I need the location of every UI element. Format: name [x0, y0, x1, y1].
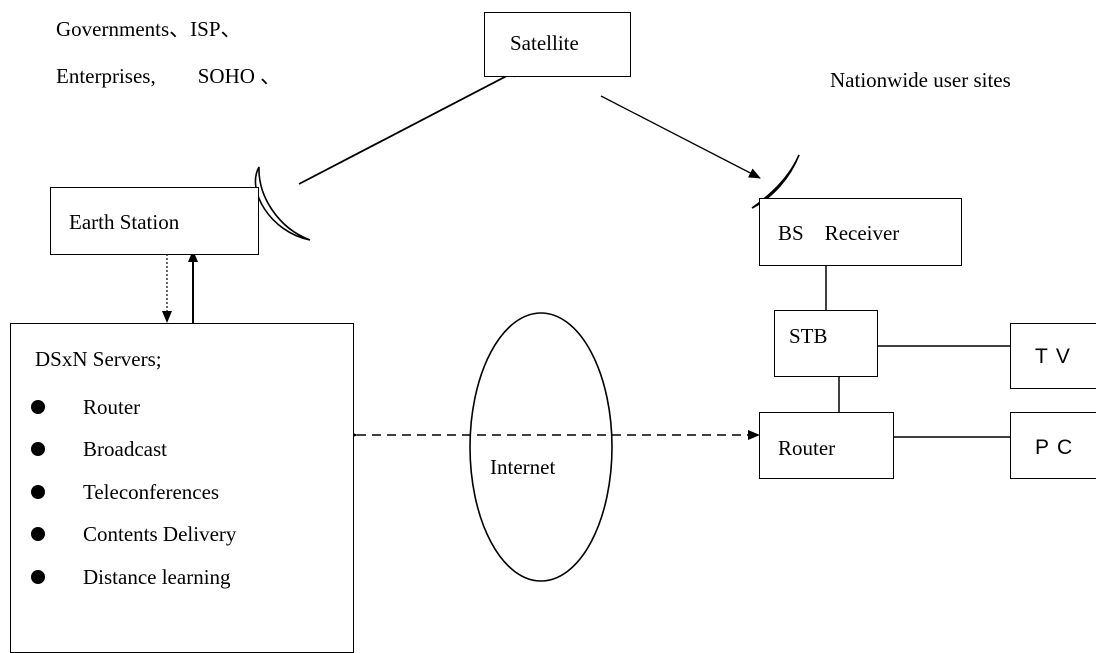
bullet-icon	[31, 442, 45, 456]
satellite-box: Satellite	[484, 12, 631, 77]
earth-station-box: Earth Station	[50, 187, 259, 255]
uplink-arrow	[298, 67, 523, 185]
earth-station-label: Earth Station	[69, 210, 180, 234]
dsxn-servers-box: DSxN Servers; Router Broadcast Teleconfe…	[10, 323, 354, 653]
sources-line1: Governments、ISP、	[56, 17, 242, 41]
internet-label: Internet	[490, 455, 556, 479]
bullet-icon	[31, 527, 45, 541]
tv-box: TV	[1010, 323, 1096, 389]
bullet-icon	[31, 400, 45, 414]
router-box: Router	[759, 412, 894, 479]
sources-line2: Enterprises, SOHO 、	[56, 64, 282, 88]
internet-cloud	[469, 312, 613, 582]
downlink-arrow	[600, 95, 761, 179]
pc-label: PC	[1035, 436, 1081, 459]
tv-label: TV	[1035, 345, 1078, 368]
bullet-icon	[31, 570, 45, 584]
bs-receiver-box: BS Receiver	[759, 198, 962, 266]
connection-lines	[162, 67, 1010, 582]
satellite-label: Satellite	[510, 31, 579, 55]
pc-box: PC	[1010, 412, 1096, 479]
bs-receiver-label: BS Receiver	[778, 221, 900, 245]
stb-box: STB	[774, 310, 878, 377]
router-label: Router	[778, 436, 836, 460]
user-sites-label: Nationwide user sites	[830, 68, 1011, 92]
receiver-dish-icon	[751, 154, 800, 209]
earth-dish-icon	[254, 166, 311, 241]
stb-label: STB	[789, 324, 828, 348]
bullet-icon	[31, 485, 45, 499]
servers-title: DSxN Servers;	[35, 347, 162, 371]
